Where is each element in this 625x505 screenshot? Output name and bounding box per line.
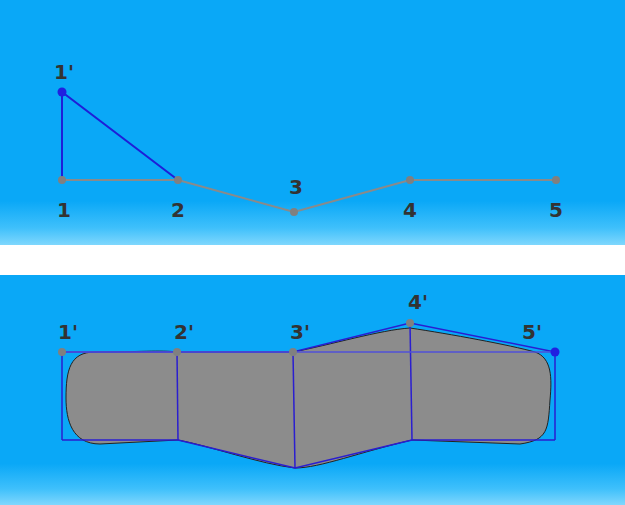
top-panel [0, 0, 625, 245]
cage-lines [62, 323, 555, 468]
control-line [62, 92, 178, 180]
control-point [58, 88, 67, 97]
points [58, 176, 560, 216]
point-label: 4 [403, 200, 417, 220]
deformed-shape [66, 328, 551, 468]
point-label: 4' [408, 292, 428, 312]
profile-line [62, 180, 556, 212]
point-label: 3' [290, 322, 310, 342]
reference-line [62, 351, 555, 353]
control-point [551, 348, 560, 357]
point-label: 1' [58, 322, 78, 342]
point-label: 5' [522, 322, 542, 342]
point-label: 3 [289, 177, 303, 197]
point-label: 5 [549, 200, 563, 220]
points [58, 319, 414, 356]
point-label: 2' [174, 322, 194, 342]
point-label: 1 [57, 200, 71, 220]
control-point-label: 1' [54, 62, 74, 82]
point-label: 2 [171, 200, 185, 220]
